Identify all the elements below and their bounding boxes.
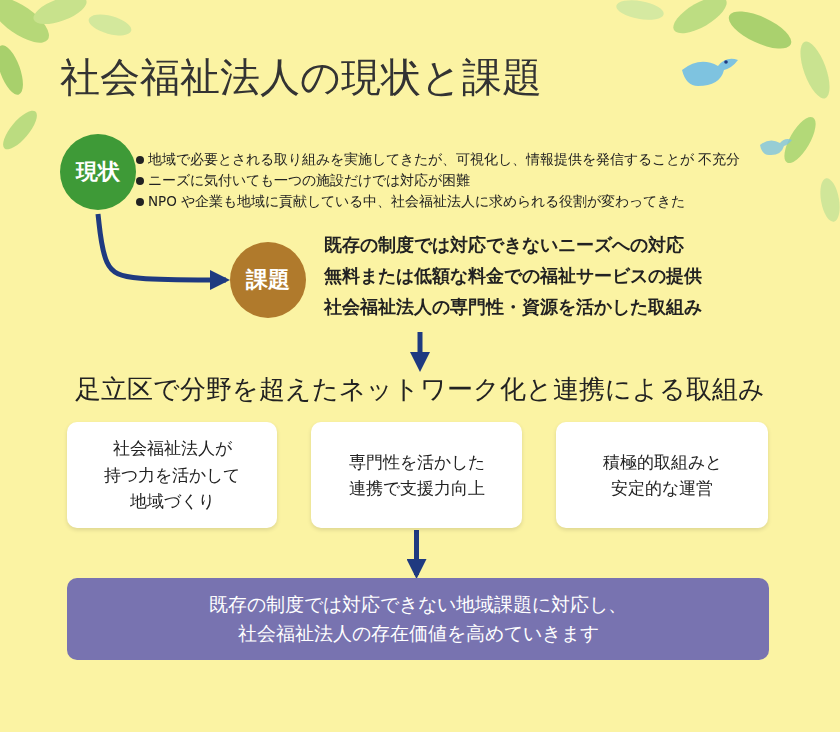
issue-item: 無料または低額な料金での福祉サービスの提供 — [324, 264, 702, 288]
status-circle: 現状 — [60, 134, 136, 210]
node-text: 現状 — [76, 157, 120, 187]
connector-arrow — [98, 214, 226, 280]
goal-band: 既存の制度では対応できない地域課題に対応し、 社会福祉法人の存在価値を高めていき… — [67, 578, 769, 660]
leaves — [0, 0, 840, 223]
issue-circle: 課題 — [230, 242, 306, 318]
issue-item: 社会福祉法人の専門性・資源を活かした取組み — [324, 295, 702, 319]
strategy-box: 社会福祉法人が 持つ力を活かして 地域づくり — [67, 422, 277, 528]
node-text: 社会福祉法人が 持つ力を活かして 地域づくり — [82, 435, 262, 514]
strategy-box: 専門性を活かした 連携で支援力向上 — [311, 422, 522, 528]
issue-item: 既存の制度では対応できないニーズへの対応 — [324, 233, 684, 257]
birds — [682, 59, 792, 155]
title: 社会福祉法人の現状と課題 — [60, 50, 542, 105]
node-text: 課題 — [246, 265, 290, 295]
status-note: 地域で必要とされる取り組みを実施してきたが、可視化し、情報提供を発信することが … — [148, 151, 740, 169]
bullet-dots — [136, 156, 144, 206]
node-text: 既存の制度では対応できない地域課題に対応し、 社会福祉法人の存在価値を高めていき… — [168, 590, 668, 649]
status-note: NPO や企業も地域に貢献している中、社会福祉法人に求められる役割が変わってきた — [148, 193, 685, 211]
strategy-box: 積極的取組みと 安定的な運営 — [556, 422, 768, 528]
node-text: 専門性を活かした 連携で支援力向上 — [327, 449, 507, 502]
section-heading: 足立区で分野を超えたネットワーク化と連携による取組み — [75, 372, 765, 407]
connector-arrow — [414, 530, 419, 575]
status-note: ニーズに気付いても一つの施設だけでは対応が困難 — [148, 172, 470, 190]
flow-arrow — [418, 332, 423, 362]
node-text: 積極的取組みと 安定的な運営 — [572, 449, 752, 502]
